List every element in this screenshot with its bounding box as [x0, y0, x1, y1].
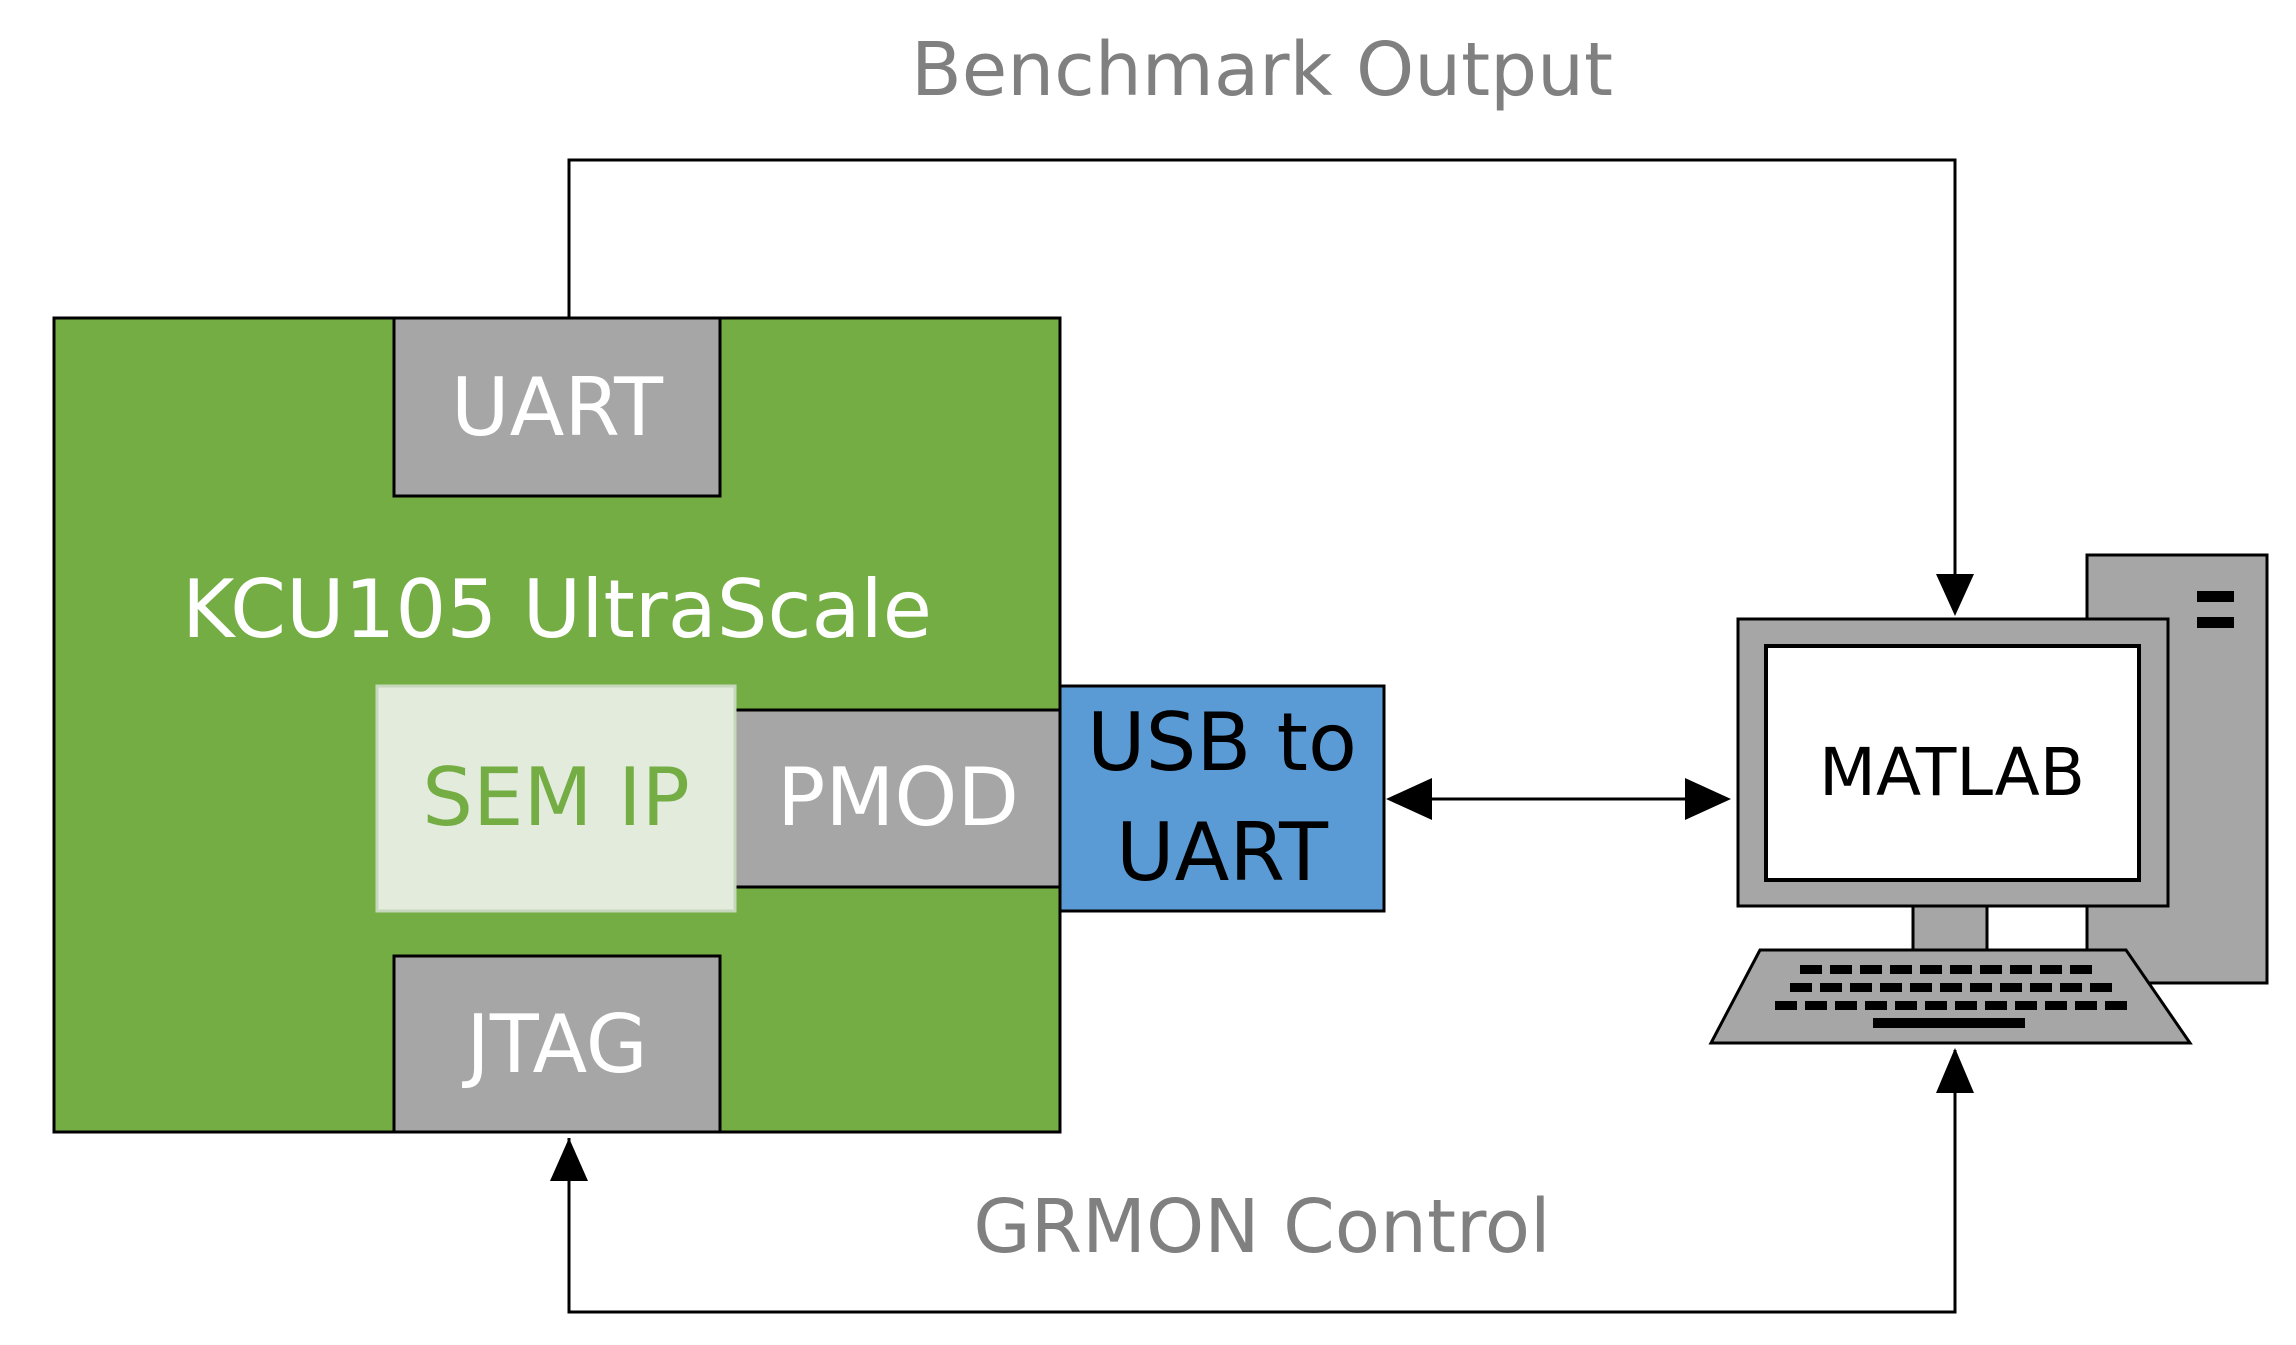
board-label: KCU105 UltraScale: [182, 563, 932, 656]
uart-port-label: UART: [451, 361, 664, 454]
usb-to-uart-label-line1: USB to: [1087, 696, 1357, 789]
right-arrow-icon: [1685, 778, 1731, 820]
benchmark-output-connector: [567, 158, 1974, 616]
grmon-control-label: GRMON Control: [973, 1184, 1550, 1270]
sem-ip-block: [375, 684, 737, 913]
benchmark-output-label: Benchmark Output: [911, 27, 1613, 113]
usb-to-uart-label-line2: UART: [1116, 806, 1329, 899]
left-arrow-icon: [1386, 778, 1432, 820]
computer-keyboard: [1708, 948, 2193, 1045]
serial-link-connector: [1386, 778, 1731, 820]
grmon-control-connector: [550, 1048, 1974, 1314]
usb-to-uart-adapter: [1058, 684, 1386, 913]
monitor-screen: [1764, 644, 2141, 882]
up-arrow-icon: [550, 1138, 588, 1181]
uart-port: [392, 316, 722, 498]
jtag-port: [392, 954, 722, 1134]
sem-ip-label: SEM IP: [422, 751, 690, 844]
down-arrow-icon: [1936, 574, 1974, 616]
pmod-port: [731, 708, 1062, 889]
jtag-port-label: JTAG: [461, 998, 648, 1091]
matlab-label: MATLAB: [1819, 734, 2085, 811]
up-arrow-icon: [1936, 1048, 1974, 1093]
desktop-computer-icon: MATLAB: [1708, 553, 2269, 1045]
pmod-port-label: PMOD: [777, 751, 1019, 844]
